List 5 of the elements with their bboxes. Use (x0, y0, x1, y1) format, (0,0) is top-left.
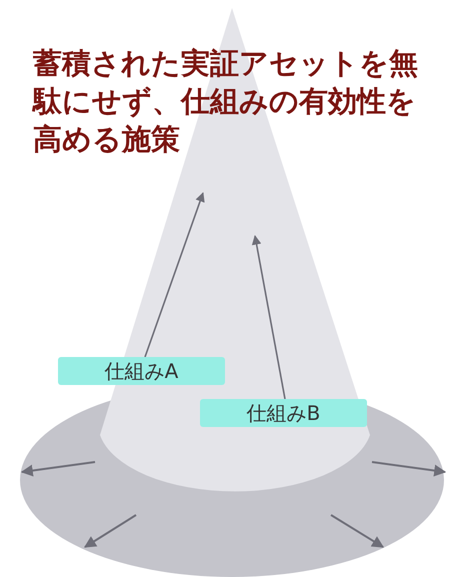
arrow (252, 235, 286, 400)
label-box: 仕組みB (200, 399, 367, 427)
arrow (144, 192, 205, 358)
title: 蓄積された実証アセットを無駄にせず、仕組みの有効性を高める施策 (33, 45, 419, 158)
label-box: 仕組みA (58, 357, 225, 385)
